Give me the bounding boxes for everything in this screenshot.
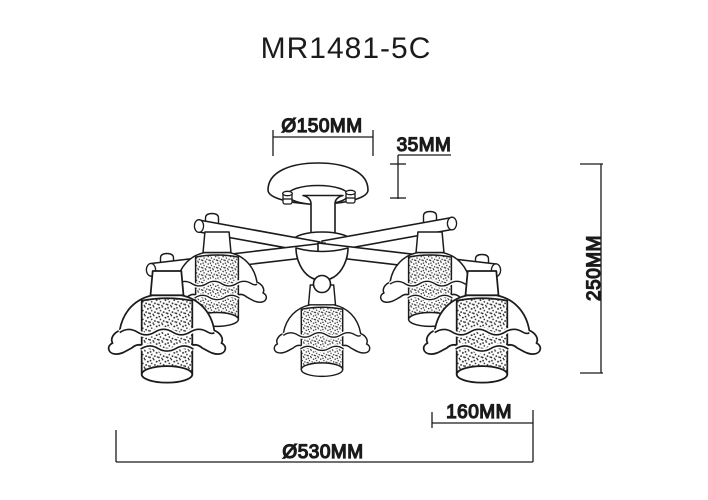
hub-bowl xyxy=(295,247,349,282)
dim-shade-width-label: 160MM xyxy=(446,402,512,423)
dim-fixture-height xyxy=(580,163,603,374)
arm-back-right xyxy=(321,210,458,254)
shade-center xyxy=(274,285,369,376)
dim-canopy-height-label: 35MM xyxy=(397,135,452,156)
center-stem xyxy=(302,194,344,239)
dim-fixture-diameter-label: Ø530MM xyxy=(282,442,363,463)
canopy-screw-left xyxy=(282,190,293,205)
dim-fixture-diameter xyxy=(115,430,533,463)
dim-fixture-height-label: 250MM xyxy=(584,235,605,301)
arm-back-left xyxy=(193,212,321,255)
drawing-title: MR1481-5C xyxy=(261,32,432,65)
dim-canopy-height xyxy=(390,154,451,199)
lamp-fixture xyxy=(109,162,541,383)
dimension-lines: Ø150MM 35MM 250MM 160MM Ø530MM xyxy=(115,115,606,464)
dim-canopy-diameter-label: Ø150MM xyxy=(281,116,362,137)
dim-shade-width xyxy=(431,410,534,462)
hub-ball-finial xyxy=(312,274,332,294)
ceiling-canopy xyxy=(267,162,369,206)
canopy-screw-right xyxy=(345,189,356,204)
dim-canopy-diameter xyxy=(272,130,374,156)
